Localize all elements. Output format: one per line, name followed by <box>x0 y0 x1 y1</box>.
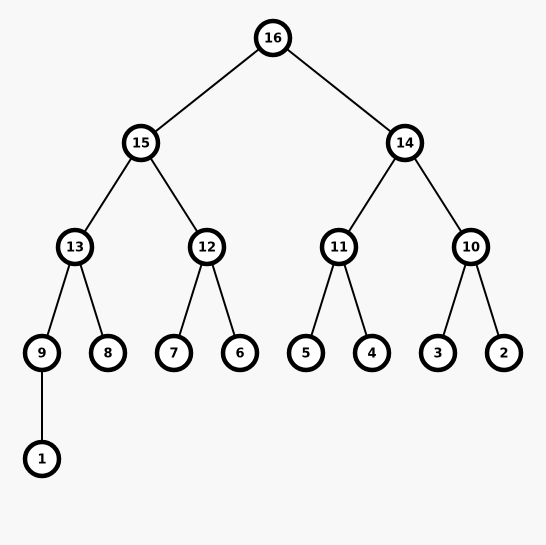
edges-layer <box>41 37 505 459</box>
edge-n14-n10 <box>404 142 472 248</box>
edge-n14-n11 <box>338 142 406 248</box>
tree-node-11: 11 <box>319 227 359 267</box>
tree-node-3: 3 <box>418 333 458 373</box>
tree-node-14: 14 <box>385 123 425 163</box>
tree-node-1: 1 <box>22 439 62 479</box>
node-circle <box>418 333 458 373</box>
node-label: 16 <box>264 32 282 47</box>
node-circle <box>451 227 491 267</box>
node-circle <box>352 333 392 373</box>
node-circle <box>286 333 326 373</box>
node-circle <box>385 123 425 163</box>
edge-n15-n13 <box>74 142 142 248</box>
edge-n16-n14 <box>272 37 406 144</box>
node-label: 15 <box>132 137 150 152</box>
tree-node-8: 8 <box>88 333 128 373</box>
node-label: 1 <box>37 453 46 468</box>
tree-node-2: 2 <box>484 333 524 373</box>
node-label: 5 <box>301 347 310 362</box>
node-label: 14 <box>396 137 414 152</box>
tree-node-4: 4 <box>352 333 392 373</box>
tree-node-13: 13 <box>55 227 95 267</box>
tree-node-7: 7 <box>154 333 194 373</box>
tree-node-15: 15 <box>121 123 161 163</box>
node-circle <box>253 18 293 58</box>
node-label: 13 <box>66 241 84 256</box>
node-circle <box>187 227 227 267</box>
tree-node-12: 12 <box>187 227 227 267</box>
tree-node-9: 9 <box>22 333 62 373</box>
tree-node-6: 6 <box>220 333 260 373</box>
edge-n15-n12 <box>140 142 208 248</box>
node-label: 11 <box>330 241 348 256</box>
node-label: 3 <box>433 347 442 362</box>
nodes-layer: 16 15 14 13 12 11 10 9 8 7 6 5 4 3 2 1 <box>22 18 524 479</box>
node-label: 8 <box>103 347 112 362</box>
tree-node-16: 16 <box>253 18 293 58</box>
node-circle <box>154 333 194 373</box>
node-label: 4 <box>367 347 376 362</box>
tree-node-5: 5 <box>286 333 326 373</box>
node-circle <box>88 333 128 373</box>
node-label: 12 <box>198 241 216 256</box>
node-label: 2 <box>499 347 508 362</box>
node-circle <box>55 227 95 267</box>
node-circle <box>121 123 161 163</box>
tree-node-10: 10 <box>451 227 491 267</box>
node-label: 7 <box>169 347 178 362</box>
edge-n16-n15 <box>140 37 274 144</box>
node-circle <box>22 439 62 479</box>
node-label: 6 <box>235 347 244 362</box>
node-label: 10 <box>462 241 480 256</box>
node-circle <box>484 333 524 373</box>
node-circle <box>220 333 260 373</box>
node-circle <box>319 227 359 267</box>
node-label: 9 <box>37 347 46 362</box>
node-circle <box>22 333 62 373</box>
